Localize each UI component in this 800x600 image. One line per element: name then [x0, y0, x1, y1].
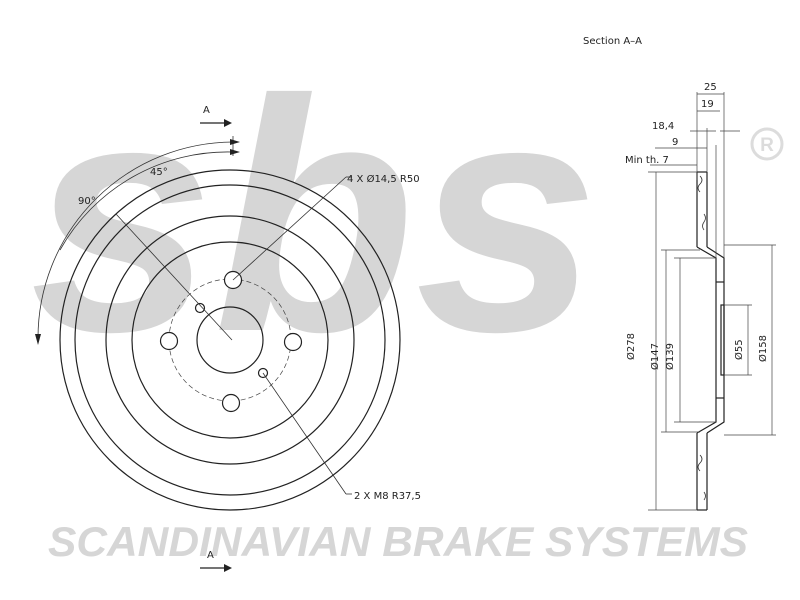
front-view-annotations: 4 X Ø14,5 R50 2 X M8 R37,5 90° 45° A A [35, 105, 421, 572]
angle-90-leader [115, 213, 233, 341]
dim-18-4: 18,4 [652, 121, 674, 132]
angle-90-arc [37, 141, 234, 339]
registered-mark-icon: R [750, 127, 784, 161]
thread-hole-leader [262, 372, 347, 495]
section-horizontal-dimensions: 25 19 18,4 9 Min th. 7 [625, 82, 740, 258]
bolt-hole-callout: 4 X Ø14,5 R50 [347, 173, 420, 185]
registered-letter: R [760, 135, 774, 156]
section-marker-top: A [203, 105, 210, 116]
dim-19: 19 [701, 99, 714, 110]
dia-278: Ø278 [625, 333, 637, 360]
inner-friction-circle [105, 215, 355, 465]
dia-55: Ø55 [733, 339, 745, 360]
min-thickness: Min th. 7 [625, 155, 669, 166]
bolt-hole-bottom [221, 393, 241, 413]
bolt-hole-leader [232, 176, 347, 281]
thread-hole-callout: 2 X M8 R37,5 [354, 491, 421, 502]
angle-45-arc [59, 151, 234, 251]
hat-circle [131, 241, 329, 439]
angle-45-label: 45° [150, 167, 168, 178]
bolt-hole-left [159, 331, 179, 351]
dim-9: 9 [672, 137, 678, 148]
section-title: Section A–A [583, 36, 642, 47]
outer-friction-circle [74, 184, 386, 496]
dia-139: Ø139 [664, 343, 676, 370]
sbs-logo-letters: sbs [30, 31, 599, 400]
section-marker-bottom: A [207, 550, 214, 561]
dia-158: Ø158 [757, 335, 769, 362]
section-diameter-dimensions: Ø278 Ø147 Ø139 Ø55 Ø158 [625, 171, 776, 511]
thread-hole-upper [194, 302, 206, 314]
sbs-logo-watermark: sbs R [30, 31, 784, 400]
angle-90-label: 90° [78, 196, 96, 207]
bolt-hole-right [283, 332, 303, 352]
outer-edge-circle [59, 169, 401, 511]
brand-slogan: SCANDINAVIAN BRAKE SYSTEMS [48, 518, 748, 565]
dim-25: 25 [704, 82, 717, 93]
dia-147: Ø147 [649, 343, 661, 370]
center-bore-circle [196, 306, 264, 374]
disc-section-profile [696, 171, 725, 511]
